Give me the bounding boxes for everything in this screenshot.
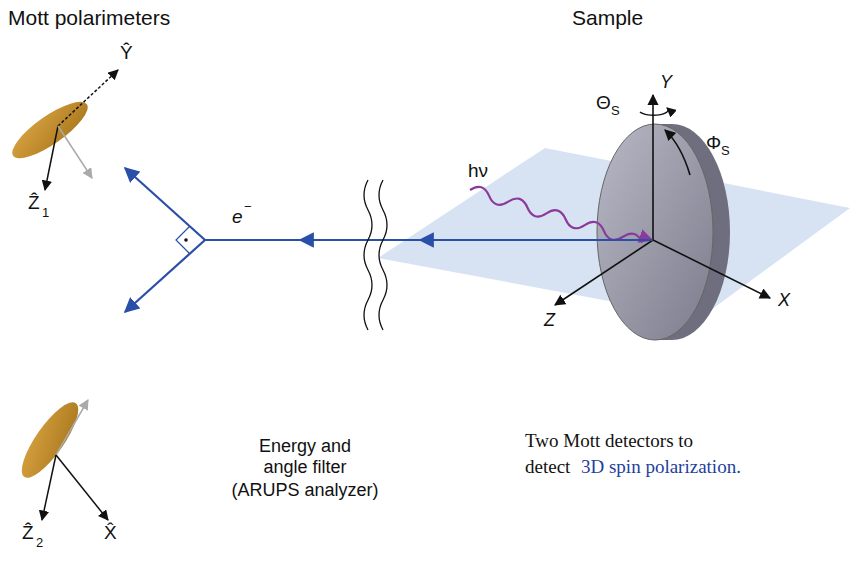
axis-label: Ŷ bbox=[120, 42, 133, 64]
superscript: − bbox=[244, 200, 252, 215]
axis-label: Z bbox=[544, 310, 555, 331]
electron-beam bbox=[420, 239, 652, 241]
note: Two Mott detectors to bbox=[525, 430, 693, 452]
electron-beam bbox=[125, 240, 205, 312]
sample-disk bbox=[597, 124, 713, 340]
mott-detector bbox=[13, 395, 88, 485]
axis bbox=[56, 400, 88, 455]
component-label: Energy and angle filter bbox=[250, 436, 360, 477]
axis-label: Ẑ bbox=[22, 522, 34, 544]
axis bbox=[652, 95, 654, 240]
subscript: S bbox=[721, 144, 730, 159]
subscript: 1 bbox=[42, 206, 49, 221]
axis-label: Ẑ bbox=[28, 192, 40, 214]
axis-label: Y bbox=[660, 72, 672, 93]
component-label: (ARUPS analyzer) bbox=[231, 480, 378, 501]
axis bbox=[45, 126, 58, 190]
electron-beam bbox=[205, 239, 300, 241]
photon-wave bbox=[468, 184, 644, 248]
right-angle bbox=[176, 226, 190, 254]
note: detect bbox=[525, 456, 570, 478]
heading: Mott polarimeters bbox=[8, 6, 170, 30]
filter-symbol bbox=[364, 180, 372, 330]
axis bbox=[58, 126, 92, 178]
electron-label: e bbox=[232, 206, 243, 228]
filter-symbol bbox=[379, 180, 387, 330]
axis bbox=[555, 240, 653, 305]
heading: Sample bbox=[572, 6, 643, 30]
axis-label: X̂ bbox=[104, 522, 117, 544]
axis bbox=[58, 70, 118, 126]
photon-label: hν bbox=[468, 160, 488, 182]
angle-symbol: Φ bbox=[706, 132, 721, 154]
electron-beam bbox=[300, 239, 420, 241]
electron-beam bbox=[125, 168, 205, 240]
subscript: 2 bbox=[36, 536, 43, 551]
angle-symbol: Θ bbox=[596, 92, 611, 114]
right-angle-dot bbox=[184, 238, 188, 242]
subscript: S bbox=[611, 104, 620, 119]
rotation-arrow bbox=[665, 130, 690, 175]
axis bbox=[56, 455, 108, 520]
axis bbox=[653, 240, 770, 298]
axis bbox=[42, 455, 56, 520]
axis-label: X bbox=[778, 290, 790, 311]
rotation-arrow bbox=[640, 108, 668, 115]
note-highlight: 3D spin polarization. bbox=[581, 456, 741, 478]
